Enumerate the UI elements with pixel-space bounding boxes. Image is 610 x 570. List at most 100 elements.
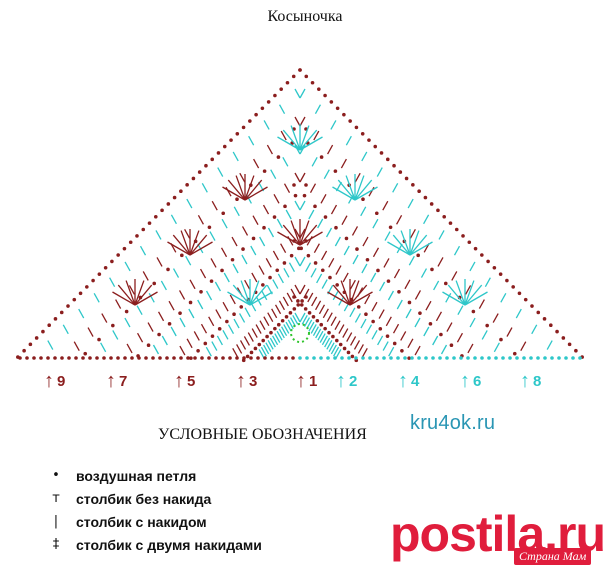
stitch-mark — [360, 206, 367, 217]
stitch-mark — [227, 324, 235, 334]
chain-stitch-mark — [379, 151, 384, 155]
stitch-mark — [299, 129, 318, 151]
stitch-mark — [134, 280, 145, 306]
stitch-mark — [338, 324, 345, 334]
stitch-mark — [189, 241, 213, 256]
stitch-mark — [392, 323, 400, 334]
chain-stitch-mark — [266, 100, 271, 104]
stitch-mark — [327, 291, 351, 306]
stitch-mark — [531, 324, 538, 335]
chain-stitch-mark — [530, 304, 534, 308]
stitch-mark — [467, 343, 474, 354]
stitch-mark — [209, 231, 216, 241]
stitch-mark — [274, 333, 281, 343]
stitch-mark — [286, 292, 293, 303]
stitch-mark — [282, 224, 301, 246]
chain-stitch-mark — [329, 100, 334, 104]
stitch-mark — [307, 292, 314, 303]
chain-stitch-mark — [499, 337, 503, 342]
chain-stitch-mark — [123, 356, 127, 360]
stitch-mark — [409, 230, 420, 256]
stitch-mark — [469, 261, 476, 272]
stitch-mark — [148, 293, 155, 303]
chain-stitch-mark — [110, 259, 114, 264]
chain-stitch-mark — [368, 356, 372, 360]
stitch-mark — [249, 280, 260, 306]
stitch-mark — [78, 308, 85, 319]
stitch-mark — [382, 200, 389, 211]
stitch-mark — [259, 236, 266, 247]
stitch-mark — [328, 342, 335, 352]
chain-stitch-mark — [430, 267, 434, 272]
stitch-mark — [249, 284, 268, 306]
chain-stitch-mark — [466, 356, 470, 360]
stitch-mark — [263, 120, 270, 130]
chain-stitch-mark — [18, 356, 22, 360]
chain-stitch-mark — [261, 283, 265, 287]
chain-stitch-mark — [261, 338, 265, 343]
stitch-mark — [235, 175, 246, 201]
chain-stitch-mark — [221, 211, 226, 216]
stitch-mark — [372, 247, 380, 258]
stitch-mark — [276, 218, 283, 229]
stitch-mark — [384, 231, 391, 241]
chain-stitch-mark — [128, 240, 133, 245]
stitch-mark — [172, 234, 191, 256]
chain-stitch-mark — [549, 323, 553, 328]
chain-stitch-mark — [298, 68, 302, 72]
chain-stitch-mark — [204, 163, 208, 168]
stitch-mark — [387, 290, 395, 301]
chain-stitch-mark — [166, 267, 170, 272]
chain-stitch-mark — [78, 291, 83, 296]
stitch-mark — [304, 262, 312, 272]
stitch-mark — [134, 284, 153, 306]
stitch-mark — [101, 313, 108, 323]
chain-stitch-mark — [102, 356, 106, 360]
stitch-mark — [388, 346, 395, 357]
chain-stitch-mark — [83, 351, 88, 356]
chain-stitch-mark — [232, 312, 236, 317]
stitch-mark — [168, 300, 175, 311]
chain-stitch-mark — [492, 265, 497, 270]
stitch-mark — [282, 157, 289, 167]
chain-stitch-mark — [292, 307, 297, 311]
chain-stitch-mark — [452, 356, 456, 360]
stitch-mark — [354, 175, 365, 201]
stitch-mark — [400, 230, 411, 256]
chain-stitch-mark — [268, 275, 272, 280]
chain-stitch-mark — [144, 356, 148, 360]
stitch-mark — [404, 279, 411, 290]
stitch-mark — [263, 316, 270, 326]
chain-stitch-mark — [354, 125, 359, 130]
chain-stitch-mark — [241, 247, 245, 251]
stitch-mark — [372, 218, 379, 229]
stitch-mark — [283, 183, 291, 193]
chain-stitch-mark — [376, 268, 380, 273]
magic-ring-mark — [290, 323, 310, 343]
stitch-mark — [73, 341, 80, 351]
chain-stitch-mark — [385, 157, 390, 162]
stitch-mark — [288, 262, 296, 272]
chain-stitch-mark — [241, 125, 246, 130]
stitch-mark — [274, 304, 282, 315]
stitch-mark — [354, 172, 361, 183]
chain-stitch-mark — [310, 80, 315, 85]
legend-item-chain: • воздушная петля — [36, 464, 262, 487]
stitch-mark — [271, 308, 278, 319]
stitch-mark — [294, 116, 301, 127]
stitch-mark — [310, 267, 317, 278]
chain-stitch-mark — [235, 356, 239, 360]
stitch-mark — [227, 291, 251, 306]
chain-stitch-mark — [567, 342, 572, 347]
chain-stitch-mark — [220, 268, 224, 273]
chain-stitch-mark — [578, 356, 582, 360]
stitch-mark — [311, 296, 318, 307]
chain-stitch-mark — [285, 80, 290, 85]
stitch-mark — [247, 332, 254, 342]
stitch-mark — [283, 267, 290, 278]
stitch-mark — [261, 290, 268, 301]
stitch-mark — [456, 332, 464, 343]
chain-stitch-mark — [304, 183, 308, 187]
chain-stitch-mark — [487, 356, 491, 360]
chain-stitch-mark — [501, 356, 505, 360]
